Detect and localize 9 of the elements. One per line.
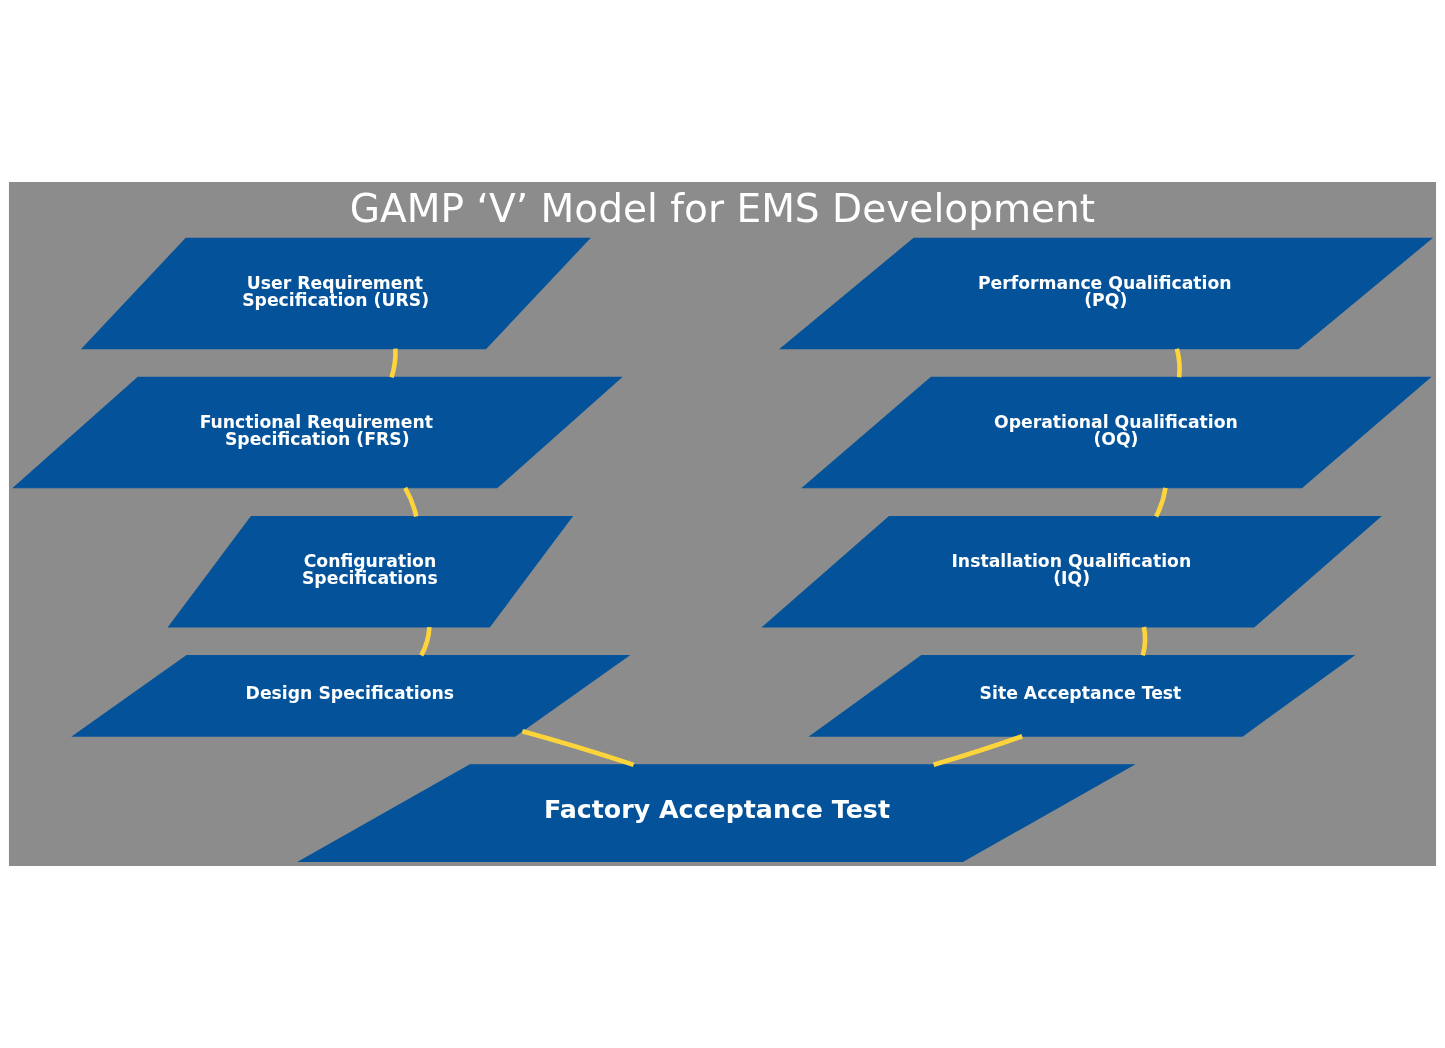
connector	[1154, 487, 1168, 518]
connector	[389, 348, 398, 378]
connector	[419, 626, 432, 657]
connector	[932, 734, 1023, 767]
connector	[1174, 348, 1182, 378]
diagram-title: GAMP ‘V’ Model for EMS Development	[349, 186, 1096, 232]
connector	[521, 728, 635, 768]
connector	[1140, 626, 1148, 656]
connector	[403, 486, 419, 517]
